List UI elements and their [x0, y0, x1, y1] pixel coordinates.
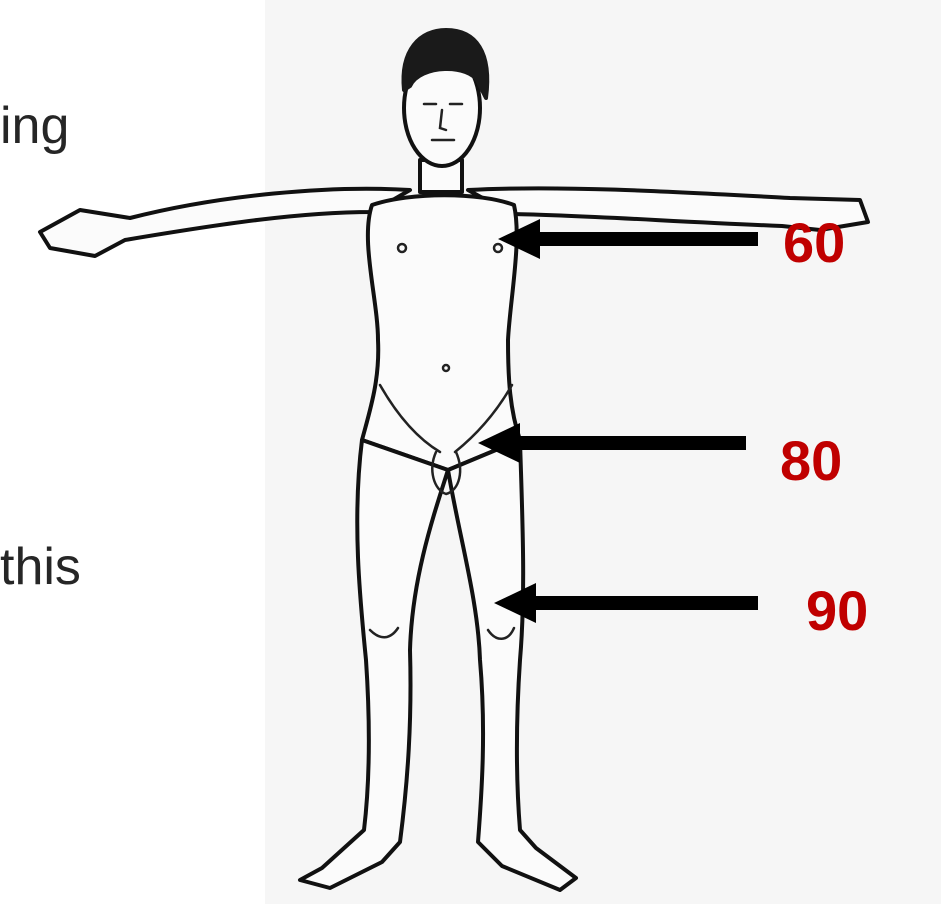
label-chest: 60 — [783, 215, 845, 271]
left-arm — [40, 189, 410, 256]
label-hip: 80 — [780, 433, 842, 489]
human-figure — [40, 30, 868, 890]
arrow-knee — [494, 583, 758, 623]
left-leg — [300, 440, 448, 888]
label-knee: 90 — [806, 583, 868, 639]
torso — [362, 195, 520, 470]
arrow-hip — [478, 423, 746, 463]
right-leg — [448, 440, 576, 890]
